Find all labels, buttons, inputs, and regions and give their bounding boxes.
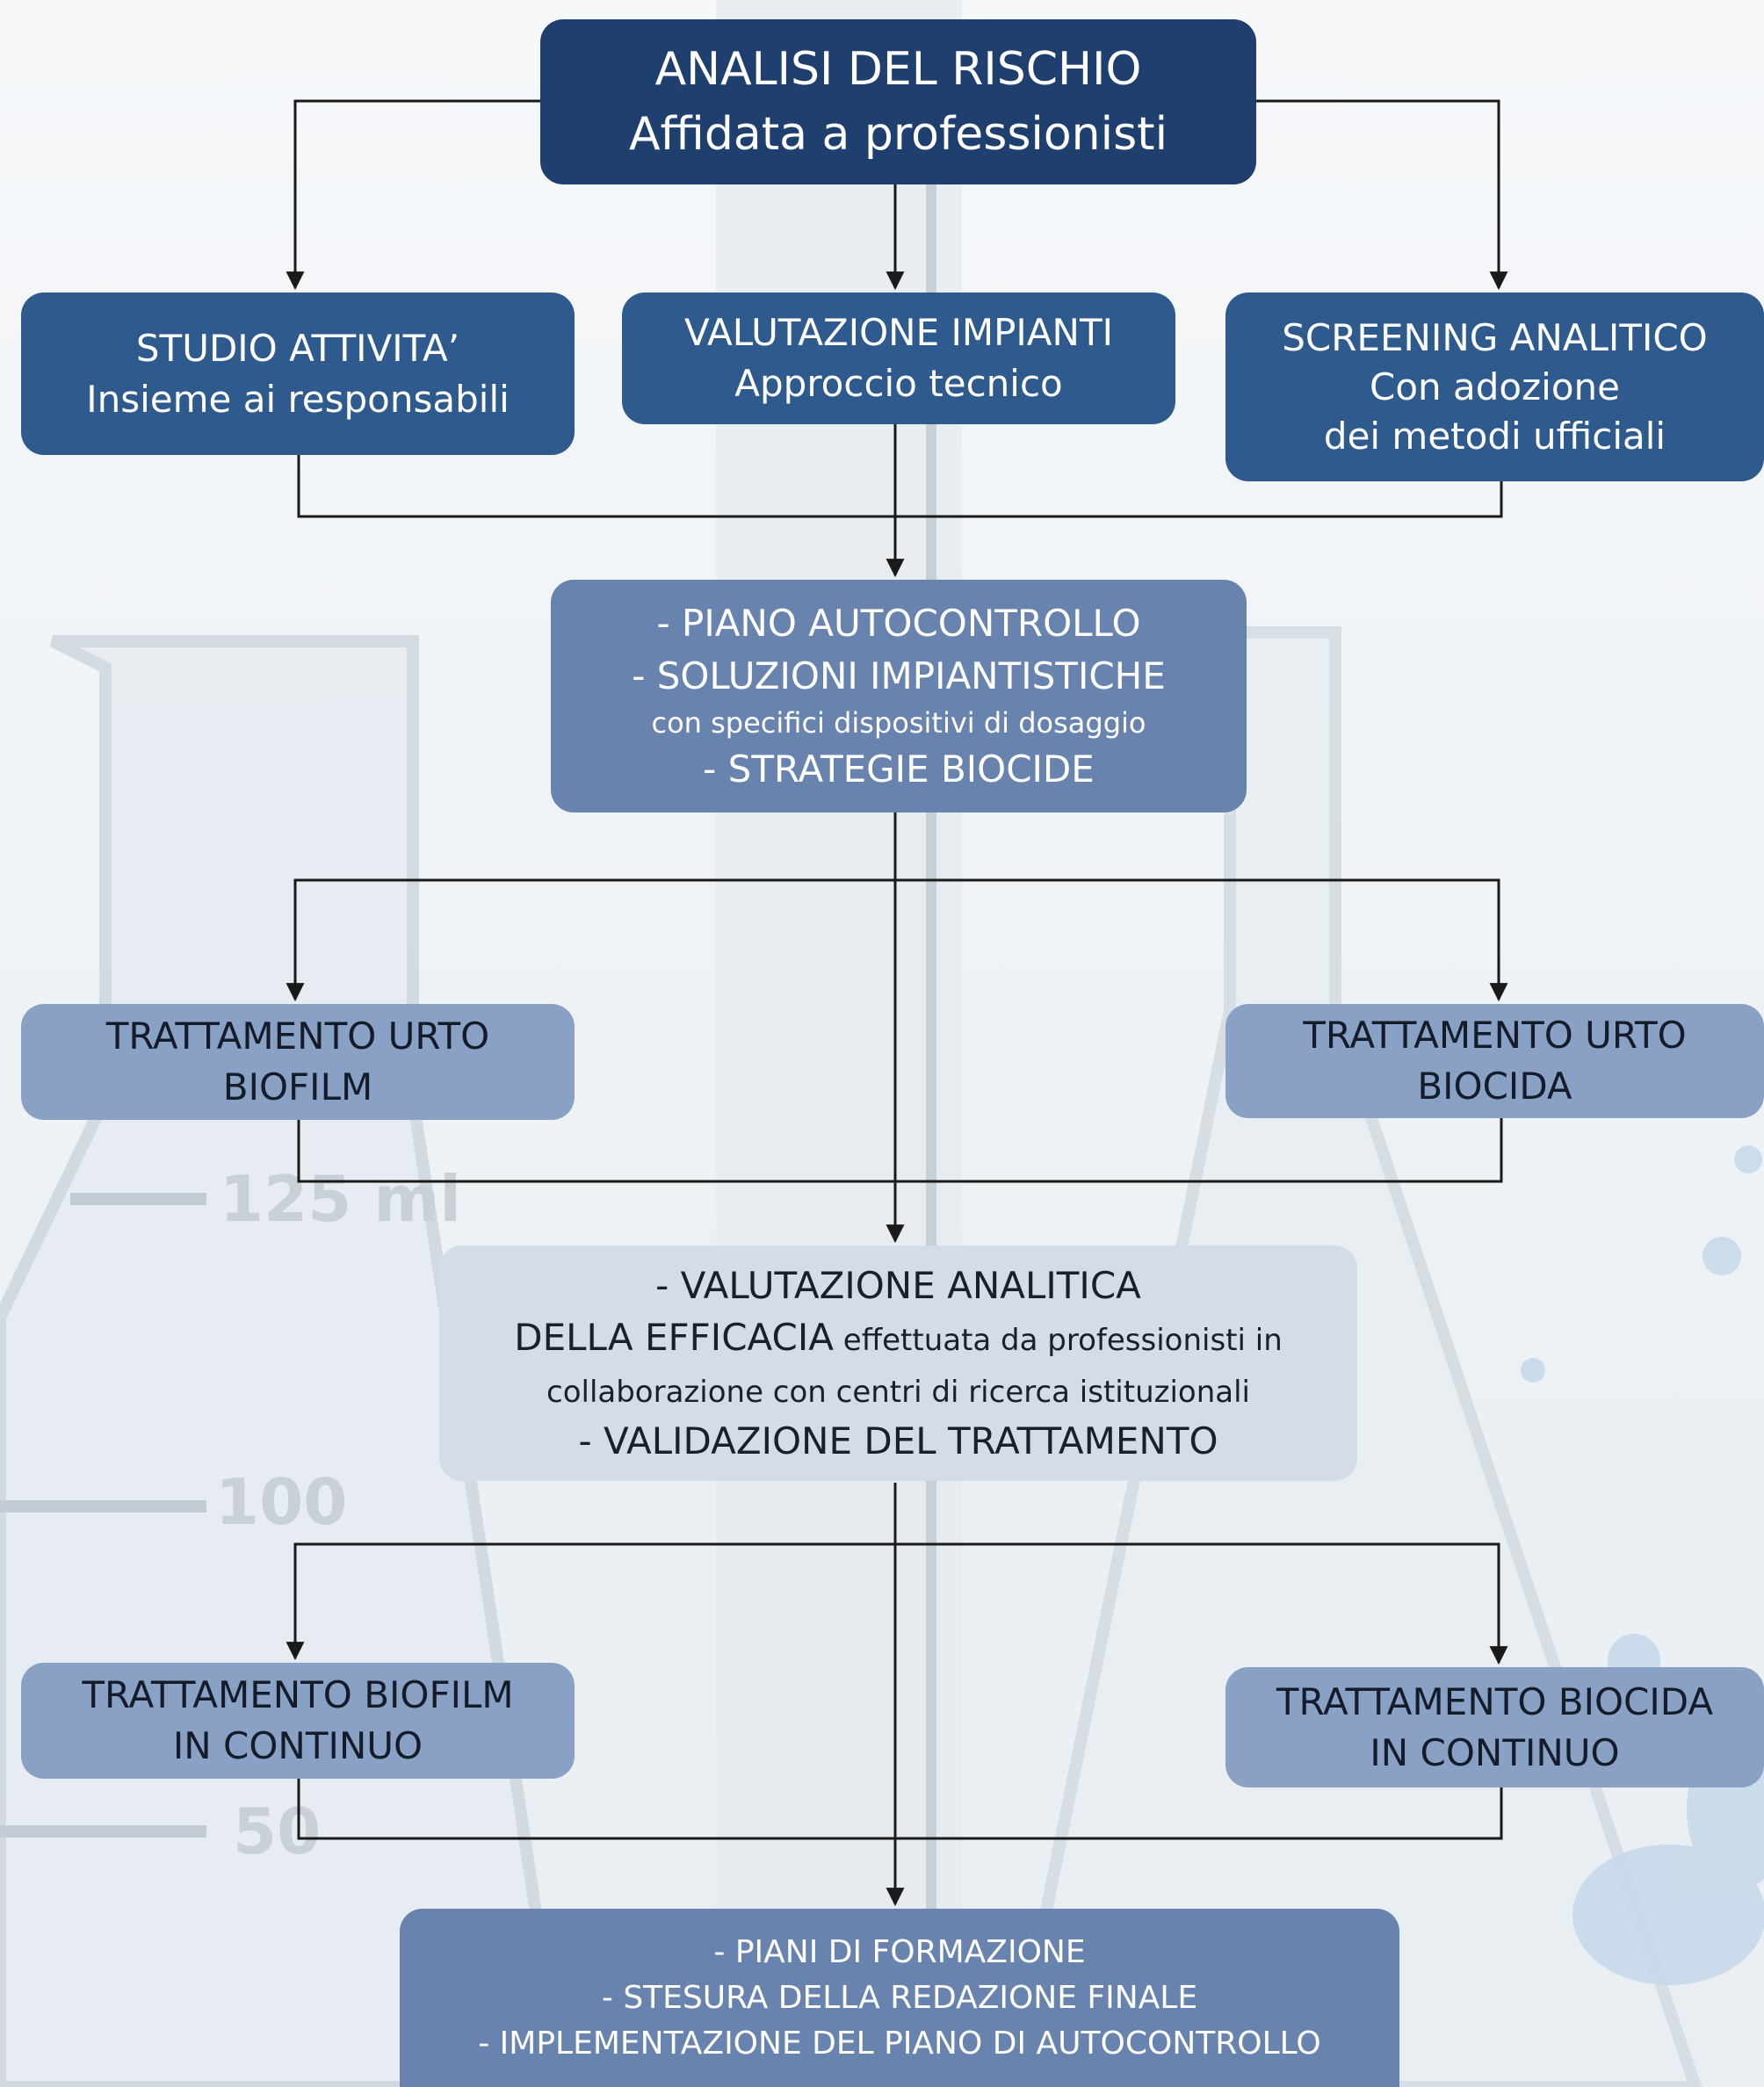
plant-evaluation-title: VALUTAZIONE IMPIANTI xyxy=(683,311,1113,354)
risk-analysis-box: ANALISI DEL RISCHIO Affidata a professio… xyxy=(540,19,1256,184)
plant-evaluation-box: VALUTAZIONE IMPIANTI Approccio tecnico xyxy=(622,292,1175,424)
flask-mark-125ml: 125 ml xyxy=(220,1162,461,1236)
continuous-biocide-line1: TRATTAMENTO BIOCIDA xyxy=(1276,1679,1714,1723)
analytical-screening-title: SCREENING ANALITICO xyxy=(1282,315,1708,359)
continuous-biocide-line2: IN CONTINUO xyxy=(1370,1730,1620,1774)
shock-biofilm-line1: TRATTAMENTO URTO xyxy=(105,1015,490,1058)
flask-mark-50: 50 xyxy=(233,1795,321,1868)
efficacy-evaluation-line2: DELLA EFFICACIA effettuata da profession… xyxy=(514,1313,1283,1370)
plant-evaluation-subtitle: Approccio tecnico xyxy=(734,362,1063,405)
continuous-biofilm-box: TRATTAMENTO BIOFILM IN CONTINUO xyxy=(21,1663,575,1779)
control-plan-line1: - PIANO AUTOCONTROLLO xyxy=(656,601,1141,645)
efficacy-evaluation-box: - VALUTAZIONE ANALITICA DELLA EFFICACIA … xyxy=(439,1246,1357,1481)
training-plans-box: - PIANI DI FORMAZIONE - STESURA DELLA RE… xyxy=(400,1909,1399,2087)
efficacy-evaluation-line2-caps: DELLA EFFICACIA xyxy=(514,1315,834,1359)
shock-biofilm-line2: BIOFILM xyxy=(222,1065,373,1108)
shock-biocide-line1: TRATTAMENTO URTO xyxy=(1303,1014,1687,1057)
activity-study-box: STUDIO ATTIVITA’ Insieme ai responsabili xyxy=(21,292,575,455)
activity-study-title: STUDIO ATTIVITA’ xyxy=(135,326,460,370)
efficacy-evaluation-line1: - VALUTAZIONE ANALITICA xyxy=(655,1263,1141,1307)
efficacy-evaluation-line2-rest: effettuata da professionisti in xyxy=(833,1322,1283,1358)
training-plans-line2: - STESURA DELLA REDAZIONE FINALE xyxy=(601,1979,1198,2016)
training-plans-line1: - PIANI DI FORMAZIONE xyxy=(713,1933,1086,1970)
shock-biocide-box: TRATTAMENTO URTO BIOCIDA xyxy=(1225,1004,1764,1118)
flask-mark-100: 100 xyxy=(215,1465,347,1539)
activity-study-subtitle: Insieme ai responsabili xyxy=(86,377,510,421)
analytical-screening-line2: Con adozione xyxy=(1370,365,1620,408)
continuous-biofilm-line2: IN CONTINUO xyxy=(172,1724,423,1767)
control-plan-box: - PIANO AUTOCONTROLLO - SOLUZIONI IMPIAN… xyxy=(551,580,1247,812)
efficacy-evaluation-line4: - VALIDAZIONE DEL TRATTAMENTO xyxy=(578,1419,1218,1462)
analytical-screening-box: SCREENING ANALITICO Con adozione dei met… xyxy=(1225,292,1764,481)
risk-analysis-title: ANALISI DEL RISCHIO xyxy=(654,43,1142,96)
control-plan-line4: - STRATEGIE BIOCIDE xyxy=(703,747,1095,791)
continuous-biofilm-line1: TRATTAMENTO BIOFILM xyxy=(82,1673,514,1716)
risk-analysis-subtitle: Affidata a professionisti xyxy=(628,108,1168,161)
shock-biocide-line2: BIOCIDA xyxy=(1417,1065,1572,1108)
analytical-screening-line3: dei metodi ufficiali xyxy=(1323,414,1666,458)
continuous-biocide-box: TRATTAMENTO BIOCIDA IN CONTINUO xyxy=(1225,1667,1764,1787)
efficacy-evaluation-line3: collaborazione con centri di ricerca ist… xyxy=(546,1374,1250,1410)
control-plan-line2: - SOLUZIONI IMPIANTISTICHE xyxy=(632,654,1166,697)
control-plan-line3: con specifici dispositivi di dosaggio xyxy=(651,705,1146,740)
training-plans-line3: - IMPLEMENTAZIONE DEL PIANO DI AUTOCONTR… xyxy=(478,2025,1321,2062)
shock-biofilm-box: TRATTAMENTO URTO BIOFILM xyxy=(21,1004,575,1120)
